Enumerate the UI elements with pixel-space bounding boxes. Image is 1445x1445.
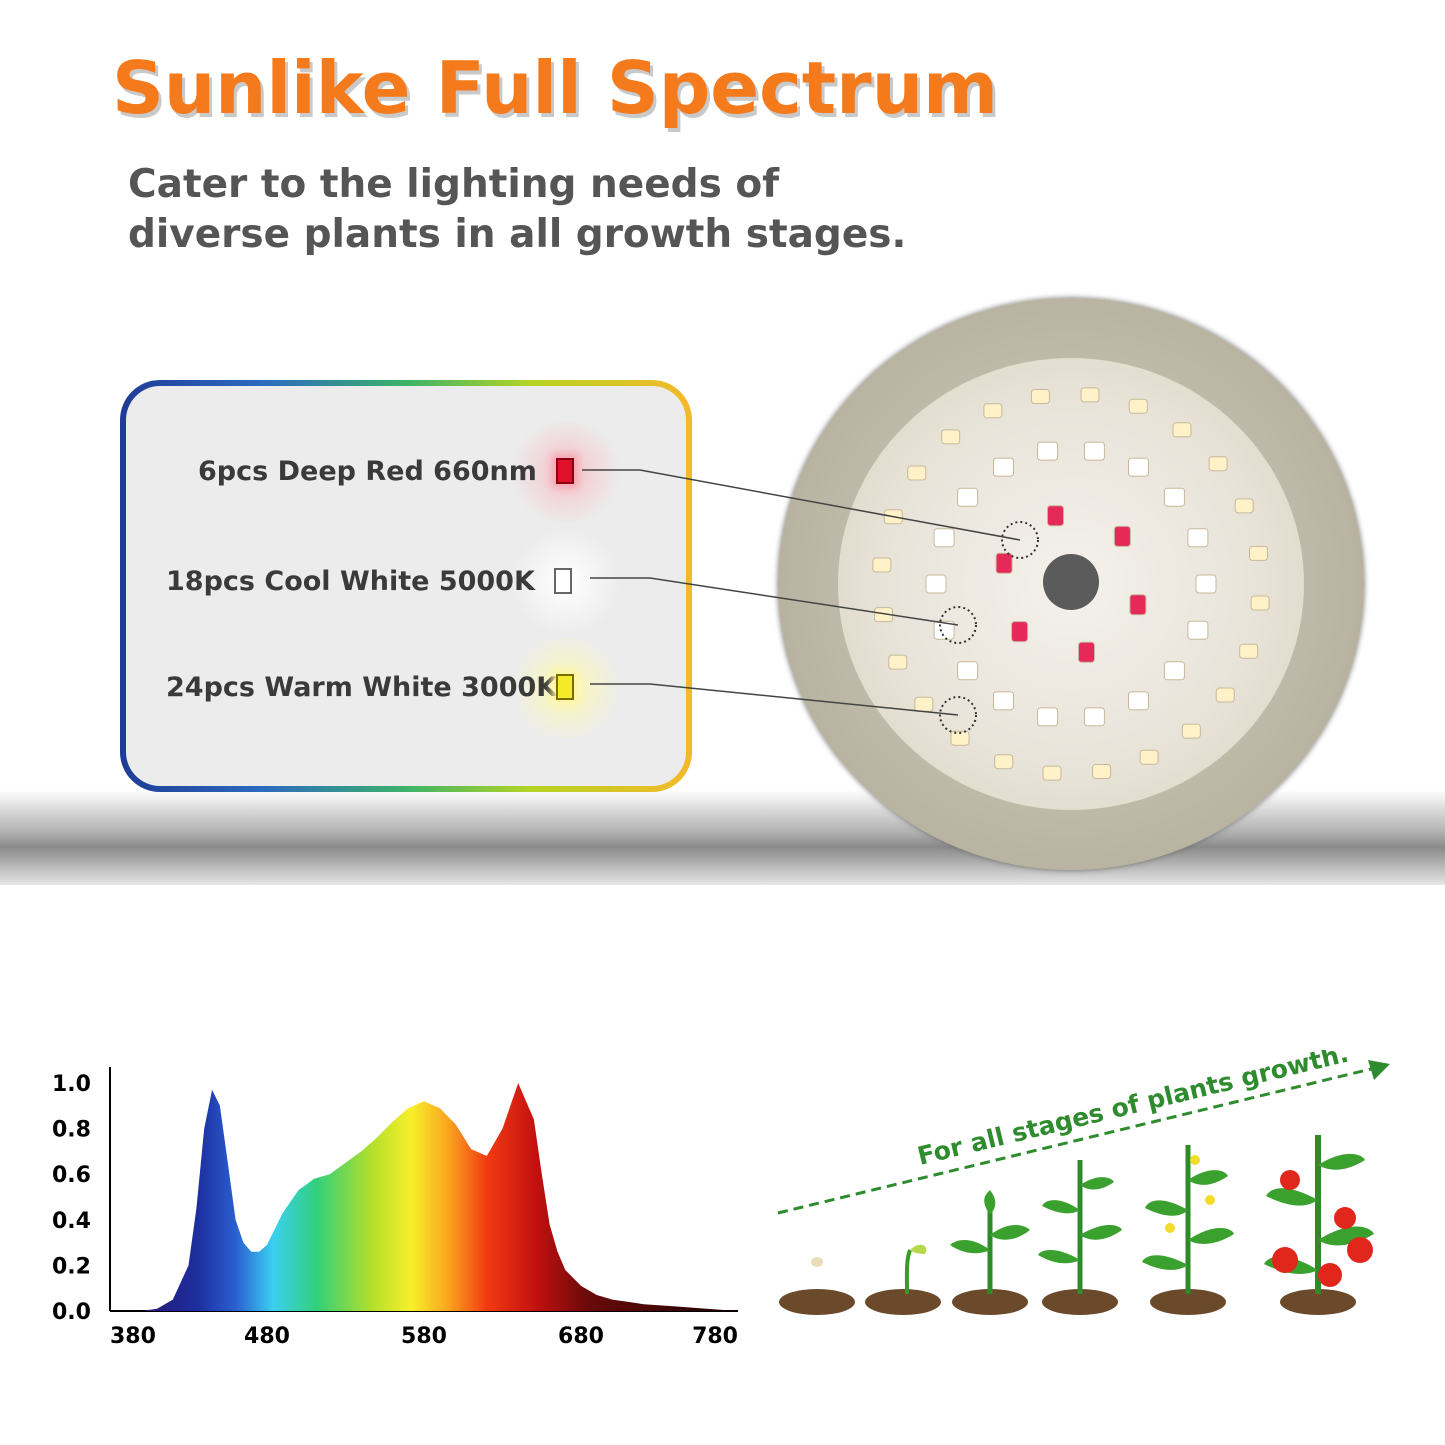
led-chip [1030, 389, 1050, 404]
led-label-deep-red: 6pcs Deep Red 660nm [198, 456, 537, 487]
growth-arrow-line [777, 1066, 1376, 1215]
led-chip [1113, 525, 1131, 547]
tomato [1347, 1237, 1373, 1263]
led-chip [1234, 498, 1254, 514]
x-tick-label: 580 [401, 1324, 447, 1349]
led-chip [874, 607, 893, 623]
y-tick-label: 0.8 [52, 1118, 91, 1143]
cool-white-led-swatch [554, 568, 572, 594]
led-chip [993, 691, 1014, 711]
led-chip [1128, 398, 1148, 414]
led-chip [1239, 643, 1259, 659]
growth-arrow-head [1368, 1060, 1390, 1080]
page-subtitle: Cater to the lighting needs of diverse p… [128, 162, 907, 257]
page-title: Sunlike Full Spectrum [112, 46, 998, 130]
y-tick-label: 0.2 [52, 1254, 91, 1279]
led-chip [1083, 707, 1105, 727]
stage-seed [779, 1257, 855, 1315]
led-chip [950, 730, 970, 746]
led-chip [1011, 621, 1029, 643]
led-chip [872, 557, 892, 573]
tomato [1334, 1207, 1356, 1229]
growth-caption: For all stages of plants growth. [915, 1050, 1352, 1171]
led-chip [883, 509, 903, 525]
growth-stages-illustration: For all stages of plants growth. [777, 1050, 1390, 1315]
led-legend-card: 6pcs Deep Red 660nm 18pcs Cool White 500… [120, 380, 692, 792]
led-array [872, 387, 1270, 781]
led-chip [1249, 545, 1268, 561]
led-label-warm-white: 24pcs Warm White 3000K [166, 672, 558, 703]
led-chip [1181, 723, 1201, 739]
led-chip [957, 661, 979, 681]
led-chip [1208, 456, 1228, 472]
led-chip [1128, 457, 1149, 477]
y-tick-label: 0.0 [52, 1300, 91, 1325]
x-tick-label: 380 [110, 1324, 156, 1349]
x-tick-label: 480 [244, 1324, 290, 1349]
led-legend-card-inner: 6pcs Deep Red 660nm 18pcs Cool White 500… [126, 386, 686, 786]
led-chip [1215, 687, 1235, 703]
led-chip [888, 654, 908, 670]
led-chip [1083, 441, 1105, 461]
led-chip [1139, 749, 1159, 765]
stage-flowering-plant [1142, 1145, 1234, 1315]
tomato [1272, 1247, 1298, 1273]
warm-white-led-swatch [556, 674, 574, 700]
led-chip [1128, 691, 1149, 711]
led-chip [993, 457, 1014, 477]
led-label-cool-white: 18pcs Cool White 5000K [166, 566, 535, 597]
led-chip [1187, 620, 1209, 640]
led-chip [1037, 707, 1059, 727]
led-chip [1187, 528, 1209, 548]
led-chip [1042, 765, 1062, 781]
tomato [1280, 1170, 1300, 1190]
y-tick-label: 0.4 [52, 1209, 91, 1234]
seed-icon [811, 1257, 823, 1267]
lamp-hub [1043, 554, 1099, 610]
led-chip [1092, 764, 1112, 779]
stage-fruiting-plant [1264, 1135, 1374, 1315]
led-chip [1172, 422, 1192, 438]
y-tick-label: 1.0 [52, 1072, 91, 1097]
led-chip [1163, 487, 1185, 507]
led-chip [1047, 505, 1064, 527]
led-chip [925, 574, 947, 594]
spectrum-area [110, 1083, 738, 1311]
y-tick-label: 0.6 [52, 1163, 91, 1188]
led-chip [1037, 441, 1059, 461]
x-tick-label: 780 [692, 1324, 738, 1349]
led-chip [907, 465, 927, 481]
led-chip [983, 403, 1003, 419]
led-chip [995, 552, 1013, 574]
lamp-led-board [838, 358, 1304, 810]
led-chip [1129, 594, 1147, 616]
led-chip [933, 620, 955, 640]
led-chip [1078, 641, 1095, 663]
led-chip [914, 696, 934, 712]
tomato [1318, 1263, 1342, 1287]
stage-seedling [950, 1190, 1030, 1315]
stage-young-plant [1038, 1160, 1122, 1315]
led-chip [957, 487, 979, 507]
led-chip [1080, 387, 1100, 403]
led-chip [933, 528, 955, 548]
led-chip [994, 754, 1014, 770]
led-chip [1250, 595, 1270, 611]
grow-light-lamp [778, 298, 1364, 870]
spectrum-chart: 0.0 0.2 0.4 0.6 0.8 1.0 380 480 580 680 780 [52, 1067, 738, 1349]
led-chip [1195, 574, 1217, 594]
led-chip [1163, 661, 1185, 681]
stage-sprout [865, 1244, 941, 1315]
x-tick-label: 680 [558, 1324, 604, 1349]
led-chip [941, 429, 961, 445]
deep-red-led-swatch [556, 458, 574, 484]
